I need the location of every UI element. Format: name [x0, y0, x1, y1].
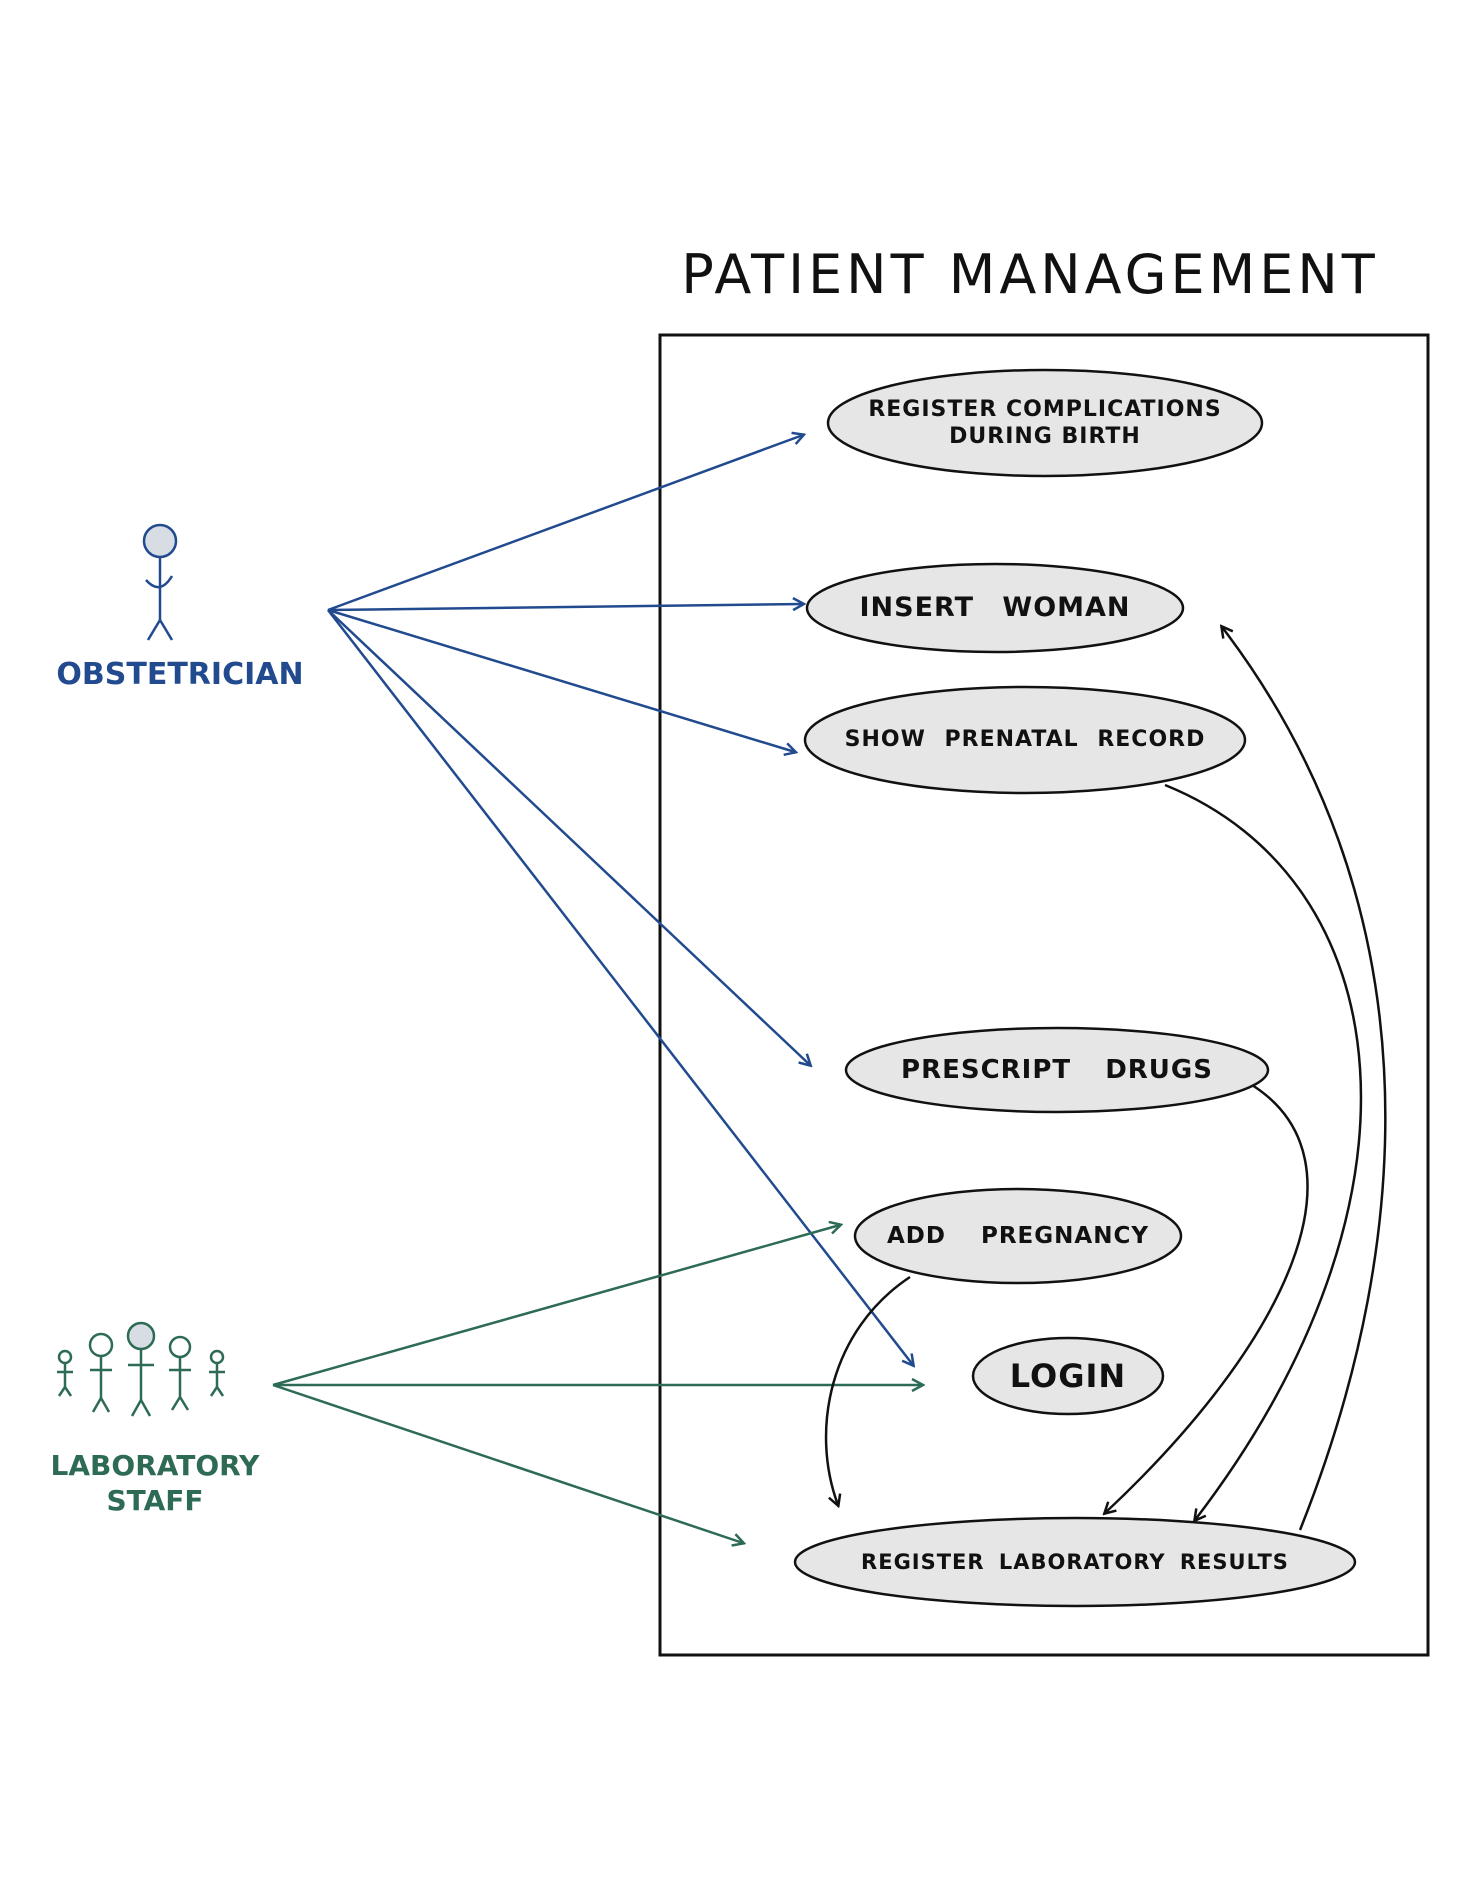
association-lab-staff-register-lab-results [272, 1383, 743, 1543]
dependency-show-prenatal-record-to-lab-results [1164, 783, 1363, 1520]
use-case-add-pregnancy-shape[interactable] [853, 1187, 1183, 1285]
dependency-lab-results-to-insert-woman [1222, 627, 1387, 1531]
use-case-register-lab-results[interactable]: REGISTER LABORATORY RESULTS [861, 1549, 1289, 1574]
use-case-insert-woman-shape[interactable] [805, 562, 1185, 654]
system-boundary [658, 333, 1430, 1657]
use-case-show-prenatal-record[interactable]: SHOW PRENATAL RECORD [844, 727, 1206, 753]
use-case-show-prenatal-record-shape[interactable] [803, 685, 1247, 795]
use-case-prescript-drugs[interactable]: PRESCRIPT DRUGS [901, 1054, 1213, 1085]
actor-obstetrician-label: OBSTETRICIAN [56, 657, 304, 692]
use-case-add-pregnancy[interactable]: ADD PREGNANCY [887, 1222, 1149, 1249]
use-case-register-complications[interactable]: REGISTER COMPLICATIONS DURING BIRTH [868, 396, 1222, 450]
association-obstetrician-insert-woman [327, 604, 803, 612]
diagram-title: PATIENT MANAGEMENT [681, 243, 1379, 306]
laboratory-staff-stick-figure-group-icon [57, 1321, 225, 1417]
actor-laboratory-staff-label: LABORATORY STAFF [50, 1449, 260, 1517]
association-lab-staff-add-pregnancy [272, 1225, 840, 1387]
use-case-login[interactable]: LOGIN [1009, 1357, 1127, 1395]
use-case-register-complications-shape[interactable] [826, 368, 1264, 478]
obstetrician-stick-figure-icon [142, 523, 178, 641]
use-case-prescript-drugs-shape[interactable] [844, 1026, 1270, 1114]
association-obstetrician-show-prenatal-record [327, 608, 795, 752]
use-case-insert-woman[interactable]: INSERT WOMAN [859, 592, 1131, 624]
dependency-add-pregnancy-to-lab-results [824, 1275, 911, 1505]
dependency-prescript-drugs-to-lab-results [1105, 1083, 1309, 1513]
use-case-register-lab-results-shape[interactable] [793, 1516, 1357, 1608]
association-obstetrician-prescript-drugs [327, 609, 810, 1065]
association-obstetrician-register-complications [327, 435, 803, 612]
use-case-login-shape[interactable] [971, 1336, 1165, 1416]
association-obstetrician-login [327, 609, 913, 1365]
